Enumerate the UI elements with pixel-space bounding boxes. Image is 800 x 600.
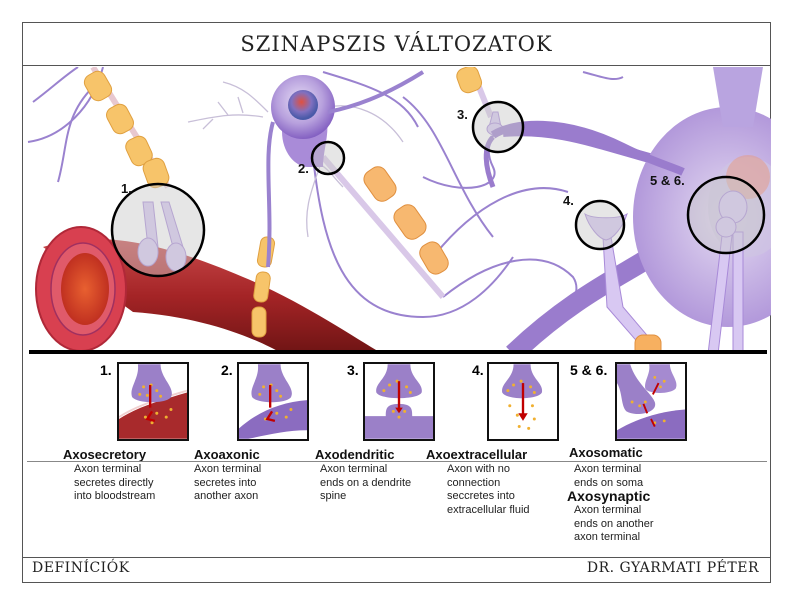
term-axoaxonic: Axoaxonic (194, 447, 260, 462)
neuron-soma-small (266, 70, 425, 268)
axosecretory-illustration (119, 364, 187, 439)
desc-line: ends on soma (574, 476, 644, 489)
callout-label-3: 3. (457, 107, 468, 122)
description-axosynaptic: Axon terminal ends on another axon termi… (574, 504, 654, 545)
desc-line: Axon terminal (574, 463, 642, 475)
term-axosecretory: Axosecretory (63, 447, 147, 462)
axosomatic-illustration (617, 364, 685, 439)
myelinated-axon-1 (83, 67, 171, 189)
callout-label-2: 2. (298, 161, 309, 176)
term-axodendritic: Axodendritic (315, 447, 395, 462)
desc-line: Axon terminal (320, 463, 388, 475)
description-axosomatic: Axon terminal ends on soma (574, 463, 643, 490)
footer-author: Dr. Gyarmati Péter (586, 560, 759, 576)
panel-image-axoextracellular (487, 362, 559, 441)
panel-image-axoaxonic (237, 362, 309, 441)
section-divider (29, 350, 767, 354)
desc-line: ends on a dendrite (320, 476, 412, 489)
panel-number-2: 2. (221, 362, 233, 378)
page-title: Szinapszis változatok (240, 31, 553, 56)
callout-label-5-6: 5 & 6. (650, 173, 685, 188)
blood-vessel (35, 226, 383, 354)
term-axoextracellular: Axoextracellular (426, 447, 528, 462)
callout-circle-2[interactable] (310, 140, 346, 176)
description-axoextracellular: Axon with no connection seccretes into e… (447, 463, 530, 517)
callout-label-4: 4. (563, 193, 574, 208)
description-axoaxonic: Axon terminal secretes into another axon (194, 463, 261, 504)
panel-image-axodendritic (363, 362, 435, 441)
desc-line: Axon terminal (194, 463, 262, 475)
panel-number-4: 4. (472, 362, 484, 378)
desc-line: into bloodstream (74, 490, 156, 502)
desc-line: Axon with no (447, 463, 510, 475)
desc-line: secretes directly (74, 476, 154, 489)
myelinated-axon-4 (456, 67, 494, 119)
callout-circle-1[interactable] (110, 182, 206, 278)
title-bar: Szinapszis változatok (22, 22, 771, 66)
neuron-illustration-svg: 1. 2. 3. 4. 5 & 6. (27, 67, 771, 354)
axoextracellular-illustration (502, 364, 543, 430)
terms-underline (27, 461, 767, 462)
desc-line: axon terminal (574, 531, 641, 543)
axodendritic-illustration (365, 364, 433, 439)
desc-line: secretes into (194, 476, 257, 489)
desc-line: extracellular fluid (447, 503, 530, 516)
callout-circle-4[interactable] (574, 199, 626, 251)
desc-line: connection (447, 476, 501, 489)
callout-circles (110, 100, 766, 278)
desc-line: Axon terminal (74, 463, 142, 475)
panel-number-5-6: 5 & 6. (570, 362, 608, 378)
desc-line: Axon terminal (574, 504, 642, 516)
panel-image-axosomatic-axosynaptic (615, 362, 687, 441)
synapse-overview-illustration: 1. 2. 3. 4. 5 & 6. (23, 67, 771, 354)
term-axosomatic: Axosomatic (569, 445, 643, 460)
desc-line: spine (320, 490, 347, 502)
desc-line: ends on another (574, 517, 654, 530)
desc-line: another axon (194, 490, 259, 502)
axoaxonic-illustration (239, 364, 307, 439)
panel-number-1: 1. (100, 362, 112, 378)
footer-bar: Definíciók Dr. Gyarmati Péter (22, 557, 771, 583)
callout-circle-5-6[interactable] (686, 175, 766, 255)
panel-number-3: 3. (347, 362, 359, 378)
callout-circle-3[interactable] (471, 100, 525, 154)
description-axodendritic: Axon terminal ends on a dendrite spine (320, 463, 411, 504)
callout-label-1: 1. (121, 181, 132, 196)
term-axosynaptic: Axosynaptic (567, 488, 651, 504)
dendrite-3 (490, 120, 685, 176)
dendrite-3-branch (483, 135, 496, 188)
myelinated-axon-2 (320, 155, 449, 299)
footer-definitions: Definíciók (32, 560, 130, 576)
panel-image-axosecretory (117, 362, 189, 441)
myelin-bottom (634, 334, 662, 354)
description-axosecretory: Axon terminal secretes directly into blo… (74, 463, 155, 504)
desc-line: seccretes into (447, 490, 515, 502)
